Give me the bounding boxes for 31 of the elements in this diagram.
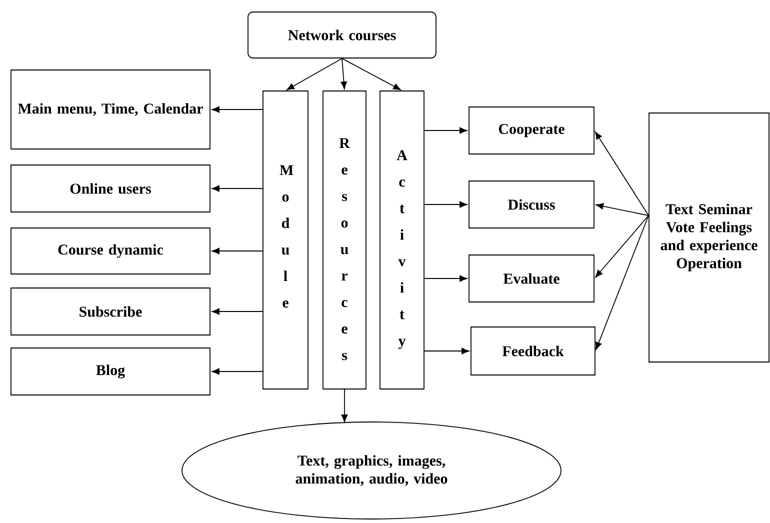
arrow [424, 201, 468, 208]
arrow [212, 368, 263, 375]
arrow [212, 185, 263, 192]
arrow [341, 389, 348, 422]
feature-box: Main menu, Time, Calendar [10, 70, 210, 150]
activity-types-box: Text Seminar Vote Feelings and experience Operation [648, 112, 770, 362]
arrow [424, 275, 468, 282]
feature-box: Blog [10, 348, 210, 396]
feature-box: Subscribe [10, 288, 210, 336]
feature-box: Course dynamic [10, 228, 210, 274]
activity-box: Cooperate [468, 106, 594, 154]
category-column: M o d u l e [262, 90, 308, 390]
arrow [596, 203, 649, 216]
arrow [594, 132, 649, 216]
arrow [596, 215, 649, 350]
arrow [424, 348, 470, 354]
arrow [212, 106, 263, 113]
feature-box: Online users [10, 164, 210, 212]
arrow [424, 127, 468, 134]
activity-box: Discuss [468, 180, 594, 228]
arrow [595, 215, 649, 278]
arrow [286, 58, 342, 90]
arrow [212, 308, 263, 315]
arrow [212, 248, 263, 254]
arrow [342, 58, 401, 90]
title-box: Network courses [248, 12, 436, 58]
activity-box: Feedback [470, 326, 596, 376]
category-column: R e s o u r c e s [322, 90, 366, 390]
activity-box: Evaluate [468, 254, 594, 302]
category-column: A c t i v i t y [380, 90, 424, 390]
arrow [340, 58, 347, 90]
